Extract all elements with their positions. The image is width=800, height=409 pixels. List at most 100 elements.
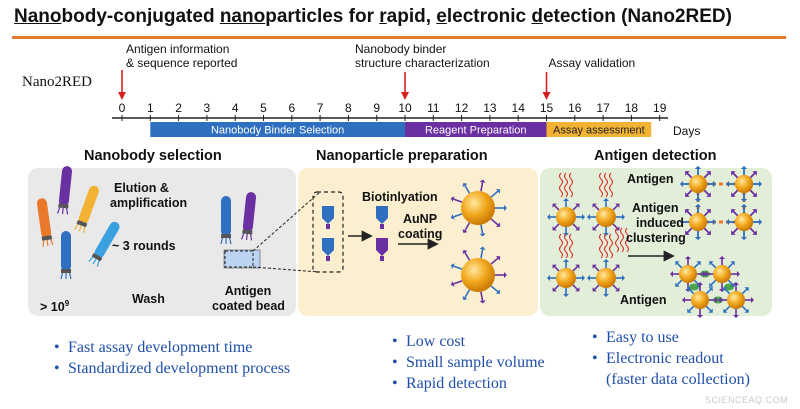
bullet-dot: • bbox=[592, 350, 598, 367]
bullet-text: Low cost bbox=[406, 333, 466, 350]
milestone-line: & sequence reported bbox=[126, 56, 238, 70]
label-wash: Wash bbox=[132, 292, 165, 306]
timeline-tick-label: 8 bbox=[345, 101, 352, 115]
timeline-tick-label: 4 bbox=[232, 101, 239, 115]
milestone-line: Antigen information bbox=[126, 42, 230, 56]
phage-bound-blue bbox=[220, 196, 232, 245]
phase-bar bbox=[405, 122, 547, 137]
bullet-item: • Easy to use bbox=[592, 327, 750, 348]
aunp-cluster-b-4 bbox=[718, 282, 754, 318]
bullet-dot: • bbox=[54, 339, 60, 356]
timeline-tick-label: 7 bbox=[317, 101, 324, 115]
title-segment: apid, bbox=[386, 6, 437, 27]
bullet-item: • Electronic readout bbox=[592, 348, 750, 369]
aunp-cluster-b-2 bbox=[704, 256, 740, 292]
aunp-cluster-a-top-1 bbox=[680, 166, 716, 202]
timeline-tick-label: 3 bbox=[204, 101, 211, 115]
bullet-text: Easy to use bbox=[606, 329, 679, 346]
title-segment: r bbox=[379, 6, 387, 27]
zoom-box bbox=[312, 191, 344, 273]
label-coated-bead: coated bead bbox=[212, 299, 285, 313]
bullet-text: Standardized development process bbox=[68, 360, 291, 377]
aunp-cluster-a-top-4 bbox=[726, 204, 762, 240]
timeline-tick-label: 14 bbox=[512, 101, 526, 115]
title-segment: lectronic bbox=[446, 6, 532, 27]
timeline-tick-label: 2 bbox=[175, 101, 182, 115]
milestone-arrowhead bbox=[401, 92, 409, 100]
antigen-free-3 bbox=[558, 233, 574, 259]
label-coating: coating bbox=[398, 227, 443, 241]
title-segment: Nano bbox=[14, 6, 62, 27]
label-library-size: > 109 bbox=[40, 299, 70, 315]
nanobody-zoom-1 bbox=[322, 206, 334, 229]
timeline-tick-label: 0 bbox=[119, 101, 126, 115]
phage-lightblue bbox=[88, 221, 120, 267]
phage-purple bbox=[57, 166, 73, 215]
title-segment: nano bbox=[219, 6, 266, 27]
milestone-line: structure characterization bbox=[355, 56, 490, 70]
timeline-tick-label: 13 bbox=[483, 101, 497, 115]
bullet-dot: • bbox=[392, 375, 398, 392]
title-segment: etection (Nano2RED) bbox=[542, 6, 732, 27]
bullet-list-preparation: •Low cost•Small sample volume•Rapid dete… bbox=[392, 331, 545, 394]
label-elution: Elution & bbox=[114, 181, 169, 195]
title-segment: particles for bbox=[265, 6, 380, 27]
phage-yellow bbox=[74, 185, 99, 233]
cluster-link-b-3 bbox=[689, 283, 699, 291]
timeline-tick-label: 6 bbox=[288, 101, 295, 115]
timeline-tick-label: 11 bbox=[427, 101, 440, 115]
antigen-free-4 bbox=[598, 233, 614, 259]
milestone-arrowhead bbox=[542, 92, 551, 100]
timeline-tick-label: 9 bbox=[373, 101, 380, 115]
bullet-dot: • bbox=[592, 329, 598, 346]
nanobody-biotin-2 bbox=[376, 238, 388, 261]
nanobody-biotin-1 bbox=[376, 206, 388, 229]
milestone-line: Assay validation bbox=[548, 56, 636, 70]
bullet-item: • Rapid detection bbox=[392, 373, 545, 394]
timeline-tick-label: 18 bbox=[625, 101, 639, 115]
phase-label: Assay assessment bbox=[553, 125, 645, 137]
aunp-coated-2 bbox=[450, 246, 507, 304]
bullet-text: Electronic readout bbox=[606, 350, 724, 367]
bullet-text: Rapid detection bbox=[406, 375, 507, 392]
timeline-tick-label: 17 bbox=[596, 101, 610, 115]
antigen-free-1 bbox=[558, 172, 574, 198]
cluster-link-b-2 bbox=[724, 283, 734, 291]
phage-orange bbox=[36, 198, 54, 247]
timeline-tick-label: 16 bbox=[568, 101, 582, 115]
bullet-item: •Small sample volume bbox=[392, 352, 545, 373]
bullet-list-detection: • Easy to use • Electronic readout (faster d… bbox=[592, 327, 750, 390]
label-biotinylation: Biotinlyation bbox=[362, 190, 438, 204]
phase-bar bbox=[546, 122, 652, 137]
bullet-text: Fast assay development time bbox=[68, 339, 253, 356]
bullet-dot: • bbox=[392, 354, 398, 371]
zoom-source-box bbox=[224, 250, 254, 268]
label-amplification: amplification bbox=[110, 196, 188, 210]
phase-bar bbox=[150, 122, 405, 137]
timeline-tick-label: 5 bbox=[260, 101, 267, 115]
label-aunp: AuNP bbox=[403, 212, 438, 226]
title-segment: body-conjugated bbox=[61, 6, 220, 27]
aunp-detect-4 bbox=[587, 259, 625, 297]
timeline-tick-label: 12 bbox=[455, 101, 469, 115]
phage-blue bbox=[60, 231, 72, 280]
milestone-arrowhead bbox=[118, 92, 126, 100]
label-rounds: ~ 3 rounds bbox=[112, 239, 176, 253]
bullet-item: • Fast assay development time bbox=[54, 337, 290, 358]
label-induced-clustering-2: induced bbox=[636, 216, 684, 230]
timeline-tick-label: 19 bbox=[653, 101, 667, 115]
antigen-free-5 bbox=[614, 227, 630, 253]
zoom-line-top bbox=[252, 191, 321, 252]
milestone-label: Antigen information& sequence reported bbox=[126, 42, 237, 70]
aunp-cluster-b-3 bbox=[682, 282, 718, 318]
aunp-detect-2 bbox=[587, 198, 625, 236]
title-underline-rule bbox=[12, 36, 786, 39]
bullet-dot: • bbox=[54, 360, 60, 377]
bullet-text: (faster data collection) bbox=[606, 371, 750, 388]
timeline-unit-label: Days bbox=[673, 124, 700, 138]
aunp-cluster-a-top-2 bbox=[726, 166, 762, 202]
phage-bound-purple bbox=[241, 192, 257, 241]
bullet-item: • Standardized development process bbox=[54, 358, 290, 379]
